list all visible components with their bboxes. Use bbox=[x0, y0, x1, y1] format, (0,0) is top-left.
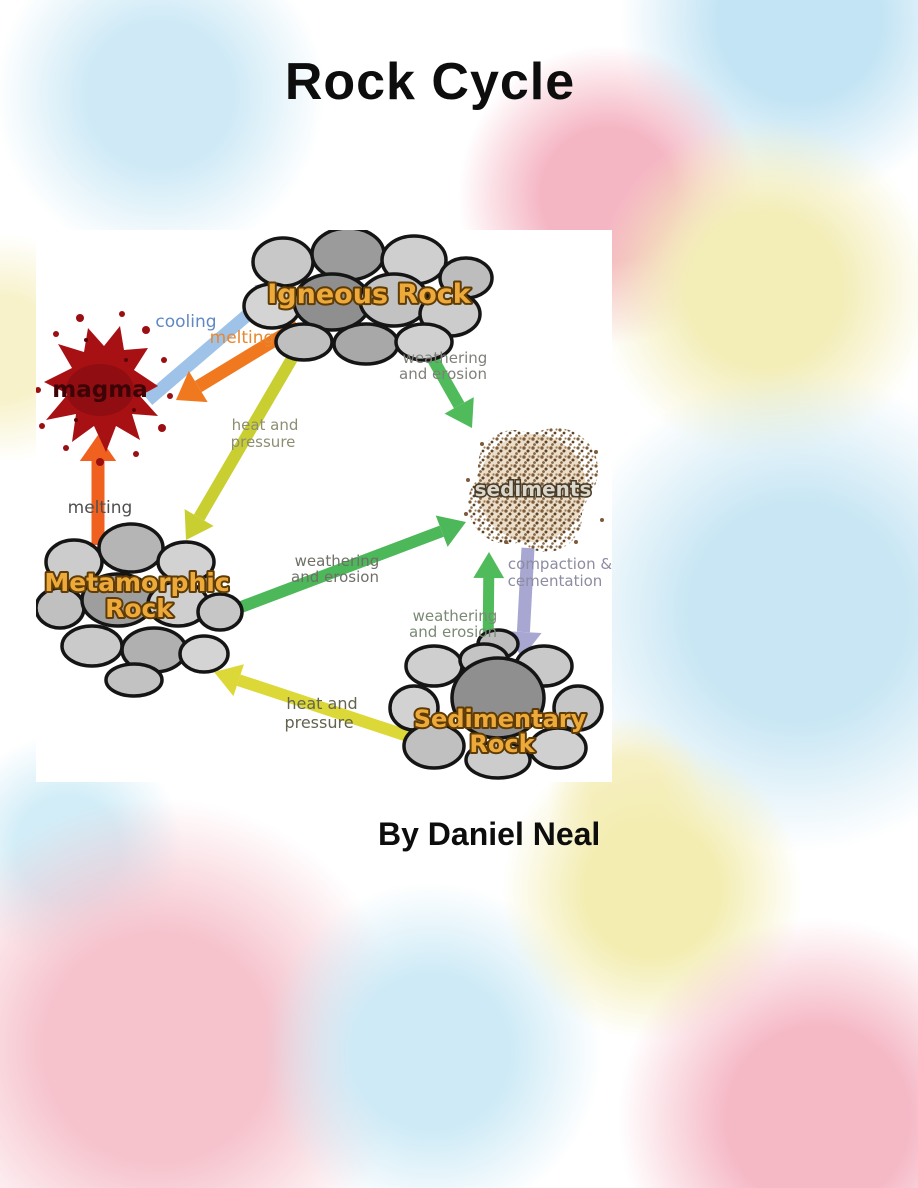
rock-stone bbox=[104, 662, 164, 698]
magma-node: magma bbox=[35, 311, 173, 466]
blob-blue-top-left bbox=[0, 0, 325, 260]
arrow-label-compaction-line1: compaction & bbox=[508, 555, 612, 573]
sediments-node: sediments bbox=[464, 428, 604, 552]
arrow-weathering-metamorphic bbox=[209, 515, 466, 624]
rock-stone bbox=[332, 322, 400, 366]
arrow-label-heat-pressure-sedimentary-line1: heat and bbox=[286, 694, 357, 713]
igneous-rock-label: Igneous Rock bbox=[267, 279, 471, 310]
rock-stone bbox=[552, 684, 604, 732]
magma-label: magma bbox=[52, 377, 147, 403]
rock-stone bbox=[196, 592, 244, 632]
sedimentary-rock-node: Sedimentary Rock bbox=[388, 628, 604, 780]
sediments-scatter-dots bbox=[464, 442, 604, 544]
rock-stone bbox=[310, 226, 386, 282]
rock-cycle-diagram: magma Igneous Rock bbox=[34, 226, 613, 782]
magma-splatter-dots bbox=[35, 311, 173, 466]
arrow-label-weathering-metamorphic-line1: weathering bbox=[295, 552, 380, 570]
blob-yellow-right bbox=[595, 120, 918, 460]
arrow-label-weathering-sedimentary-line2: and erosion bbox=[409, 623, 497, 641]
rock-stone bbox=[44, 538, 104, 586]
metamorphic-rock-node: Metamorphic Rock bbox=[34, 522, 244, 698]
sediments-label: sediments bbox=[475, 477, 592, 501]
blob-yellow-bottom bbox=[502, 740, 802, 1040]
arrow-heat-pressure-igneous bbox=[184, 334, 310, 540]
metamorphic-rock-label-line1: Metamorphic bbox=[44, 568, 229, 597]
arrow-label-heat-pressure-igneous-line2: pressure bbox=[231, 433, 296, 451]
rock-stone bbox=[404, 644, 464, 688]
rock-cycle-svg: magma Igneous Rock bbox=[34, 226, 613, 780]
arrow-label-heat-pressure-igneous-line1: heat and bbox=[232, 416, 299, 434]
arrow-weathering-igneous bbox=[424, 351, 474, 428]
blob-pink-bottom-right bbox=[618, 918, 918, 1188]
igneous-rock-node: Igneous Rock bbox=[242, 226, 494, 366]
arrow-label-cooling: cooling bbox=[155, 312, 216, 332]
rock-stone bbox=[450, 656, 546, 740]
arrow-label-weathering-igneous-line1: weathering bbox=[403, 349, 488, 367]
rock-stone bbox=[528, 726, 588, 770]
metamorphic-rock-label-line2: Rock bbox=[105, 594, 174, 623]
rock-stone bbox=[178, 634, 230, 674]
arrow-label-weathering-metamorphic-line2: and erosion bbox=[291, 568, 379, 586]
page-title: Rock Cycle bbox=[284, 53, 576, 111]
arrow-label-melting-metamorphic: melting bbox=[68, 498, 133, 518]
sedimentary-rock-label-line2: Rock bbox=[469, 730, 535, 758]
rock-stone bbox=[97, 522, 165, 574]
rock-stone bbox=[394, 322, 454, 362]
arrow-label-heat-pressure-sedimentary-line2: pressure bbox=[284, 713, 353, 732]
byline: By Daniel Neal bbox=[378, 816, 601, 852]
blob-blue-mid-right bbox=[558, 372, 918, 852]
arrow-label-compaction-line2: cementation bbox=[508, 572, 603, 590]
rock-stone bbox=[464, 740, 532, 780]
arrow-labels: cooling melting heat and pressure weathe… bbox=[68, 312, 613, 732]
blob-blue-bottom-center bbox=[262, 882, 602, 1188]
arrow-label-weathering-igneous-line2: and erosion bbox=[399, 365, 487, 383]
rock-stone bbox=[274, 322, 334, 362]
blob-pink-bottom-left bbox=[0, 798, 408, 1188]
rock-stone bbox=[402, 722, 466, 770]
rock-stone bbox=[60, 624, 124, 668]
sedimentary-rock-label-line1: Sedimentary bbox=[414, 705, 587, 733]
arrow-melting-metamorphic bbox=[79, 435, 117, 545]
arrow-label-weathering-sedimentary-line1: weathering bbox=[413, 607, 498, 625]
arrow-label-melting-igneous: melting bbox=[210, 328, 275, 348]
